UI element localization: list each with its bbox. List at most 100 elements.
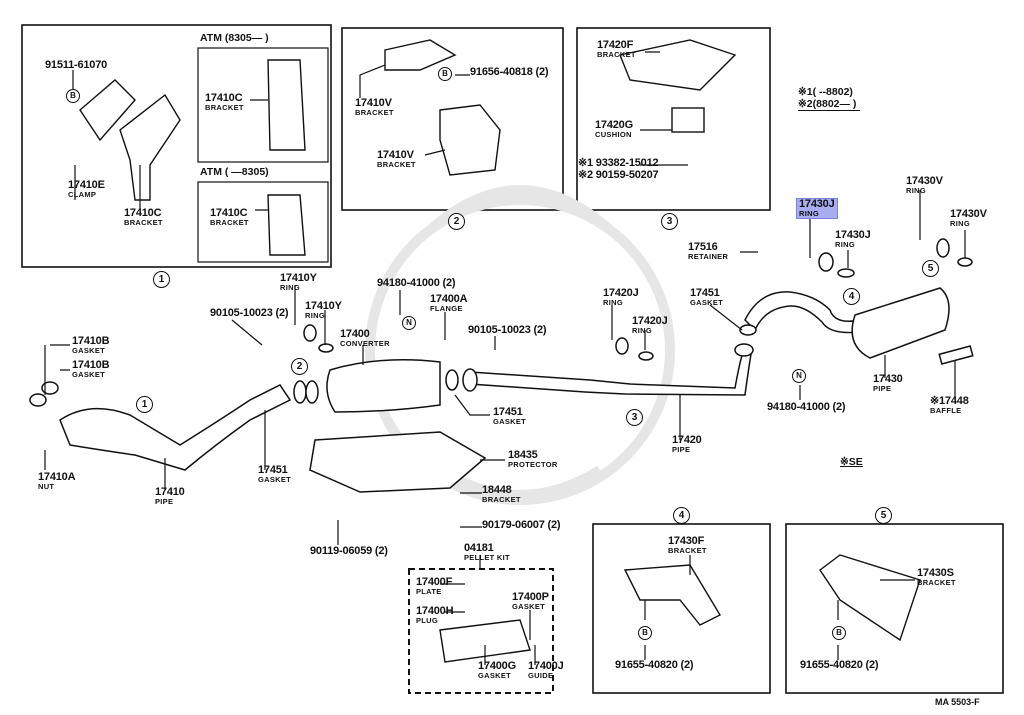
part-callout-1-93382-15012[interactable]: ※1 93382-15012 (578, 157, 659, 169)
part-number: 91656-40818 (2) (470, 66, 549, 78)
section-reference-2[interactable]: 2 (448, 213, 465, 230)
part-number: 17410B (72, 359, 110, 371)
detail-box-1 (21, 24, 332, 268)
part-number: 94180-41000 (2) (377, 277, 456, 289)
part-name: BRACKET (355, 108, 394, 117)
part-callout-90105-10023-2[interactable]: 90105-10023 (2) (468, 325, 547, 336)
pellet-kit-box (408, 568, 554, 694)
part-number: 17400F (416, 576, 453, 588)
section-reference-1[interactable]: 1 (136, 396, 153, 413)
section-reference-4[interactable]: 4 (673, 507, 690, 524)
part-number: ※17448 (930, 395, 969, 407)
part-callout-94180-41000-2[interactable]: 94180-41000 (2) (767, 402, 846, 413)
part-name: GASKET (478, 671, 512, 680)
protector-shape (309, 431, 487, 493)
part-number: 17400H (416, 605, 454, 617)
section-reference-3[interactable]: 3 (626, 409, 643, 426)
part-number: 17400P (512, 591, 549, 603)
section-reference-5[interactable]: 5 (922, 260, 939, 277)
part-number: 17410Y (305, 300, 342, 312)
legend-entry: ※1( --8802) (798, 86, 853, 98)
part-name: PIPE (873, 384, 892, 393)
part-callout-91656-40818-2[interactable]: 91656-40818 (2) (470, 66, 549, 78)
part-callout-2-90159-50207[interactable]: ※2 90159-50207 (578, 170, 659, 181)
section-reference-5[interactable]: 5 (875, 507, 892, 524)
atm-label-to-8305: ATM ( —8305) (200, 166, 269, 178)
part-name: BRACKET (917, 578, 956, 587)
part-callout-91655-40820-2[interactable]: 91655-40820 (2) (615, 660, 694, 671)
part-name: RING (305, 311, 325, 320)
part-callout-90119-06059-2[interactable]: 90119-06059 (2) (310, 546, 388, 557)
section-reference-2[interactable]: 2 (291, 358, 308, 375)
part-callout-94180-41000-2[interactable]: 94180-41000 (2) (377, 277, 456, 289)
part-name: BRACKET (482, 495, 521, 504)
part-name: RING (603, 298, 623, 307)
part-number: ※1 93382-15012 (578, 157, 659, 169)
part-name: CUSHION (595, 130, 632, 139)
part-name: GASKET (690, 298, 724, 307)
section-reference-1[interactable]: 1 (153, 271, 170, 288)
part-name: BRACKET (205, 103, 244, 112)
part-name: NUT (38, 482, 55, 491)
part-number: 17410 (155, 486, 185, 498)
center-pipe-shape (469, 343, 753, 396)
section-reference-4[interactable]: 4 (843, 288, 860, 305)
part-callout-90105-10023-2[interactable]: 90105-10023 (2) (210, 308, 289, 319)
part-name: BAFFLE (930, 406, 962, 415)
part-name: RING (835, 240, 855, 249)
part-number: 17451 (493, 406, 523, 418)
part-name: BRACKET (124, 218, 163, 227)
se-note: ※SE (840, 456, 863, 468)
part-name: GASKET (72, 370, 106, 379)
part-name: PIPE (155, 497, 174, 506)
part-name: RING (906, 186, 926, 195)
part-callout-91655-40820-2[interactable]: 91655-40820 (2) (800, 660, 879, 671)
section-reference-3[interactable]: 3 (661, 213, 678, 230)
part-callout-90179-06007-2[interactable]: 90179-06007 (2) (482, 520, 561, 531)
part-name: RETAINER (688, 252, 729, 261)
part-callout-91511-61070[interactable]: 91511-61070 (45, 60, 107, 71)
part-number: 17400A (430, 293, 468, 305)
part-number: 17410C (124, 207, 162, 219)
